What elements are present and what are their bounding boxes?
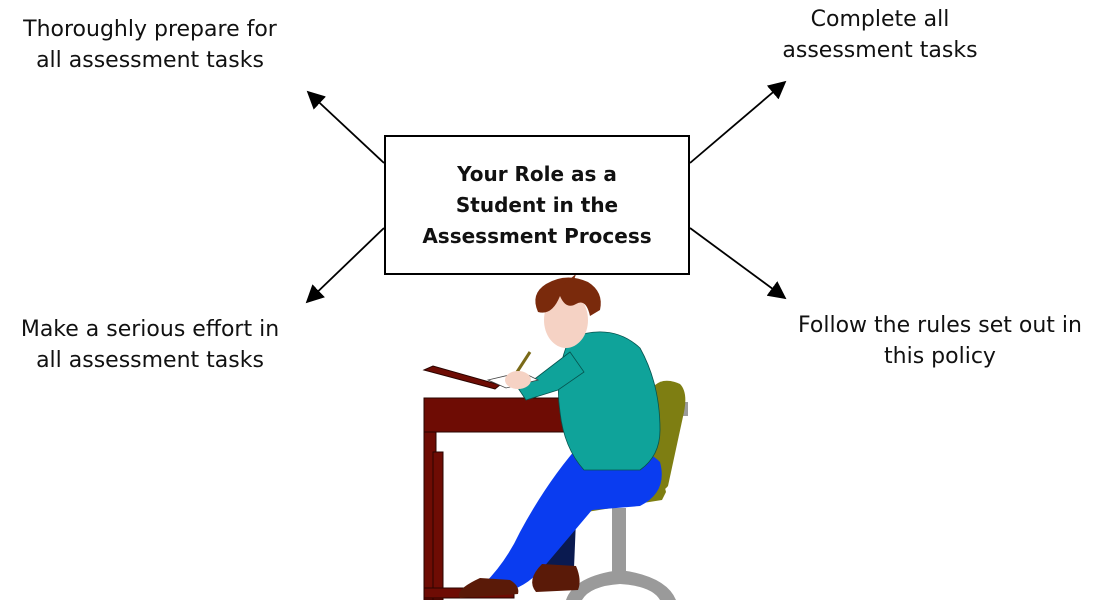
note-top-right: Complete all assessment tasks	[760, 4, 1000, 66]
arrow-to-bottom-right	[689, 227, 787, 300]
note-bottom-left: Make a serious effort in all assessment …	[0, 314, 300, 376]
arrow-to-top-left	[306, 90, 385, 164]
note-bottom-right: Follow the rules set out in this policy	[775, 310, 1099, 372]
central-topic-line-3: Assessment Process	[422, 223, 652, 248]
shoes	[458, 564, 580, 598]
note-bottom-right-line-1: Follow the rules set out in	[798, 313, 1082, 338]
central-topic-line-1: Your Role as a	[457, 161, 617, 186]
central-topic-box: Your Role as a Student in the Assessment…	[384, 135, 690, 275]
hand-and-pencil	[486, 351, 540, 389]
shirt	[517, 331, 661, 471]
note-bottom-left-line-2: all assessment tasks	[36, 348, 264, 374]
note-bottom-left-line-1: Make a serious effort in	[20, 317, 280, 342]
arrow-to-bottom-left	[305, 227, 385, 304]
central-topic-line-2: Student in the	[455, 192, 619, 217]
note-top-left: Thoroughly prepare for all assessment ta…	[5, 14, 295, 76]
note-bottom-right-line-2: this policy	[884, 344, 996, 370]
note-top-left-line-1: Thoroughly prepare for	[23, 17, 277, 42]
head	[535, 274, 601, 348]
note-top-right-line-1: Complete all	[810, 7, 950, 32]
trousers	[484, 441, 662, 592]
note-top-right-line-2: assessment tasks	[782, 38, 978, 64]
arrow-to-top-right	[689, 80, 787, 164]
note-top-left-line-2: all assessment tasks	[36, 48, 264, 74]
